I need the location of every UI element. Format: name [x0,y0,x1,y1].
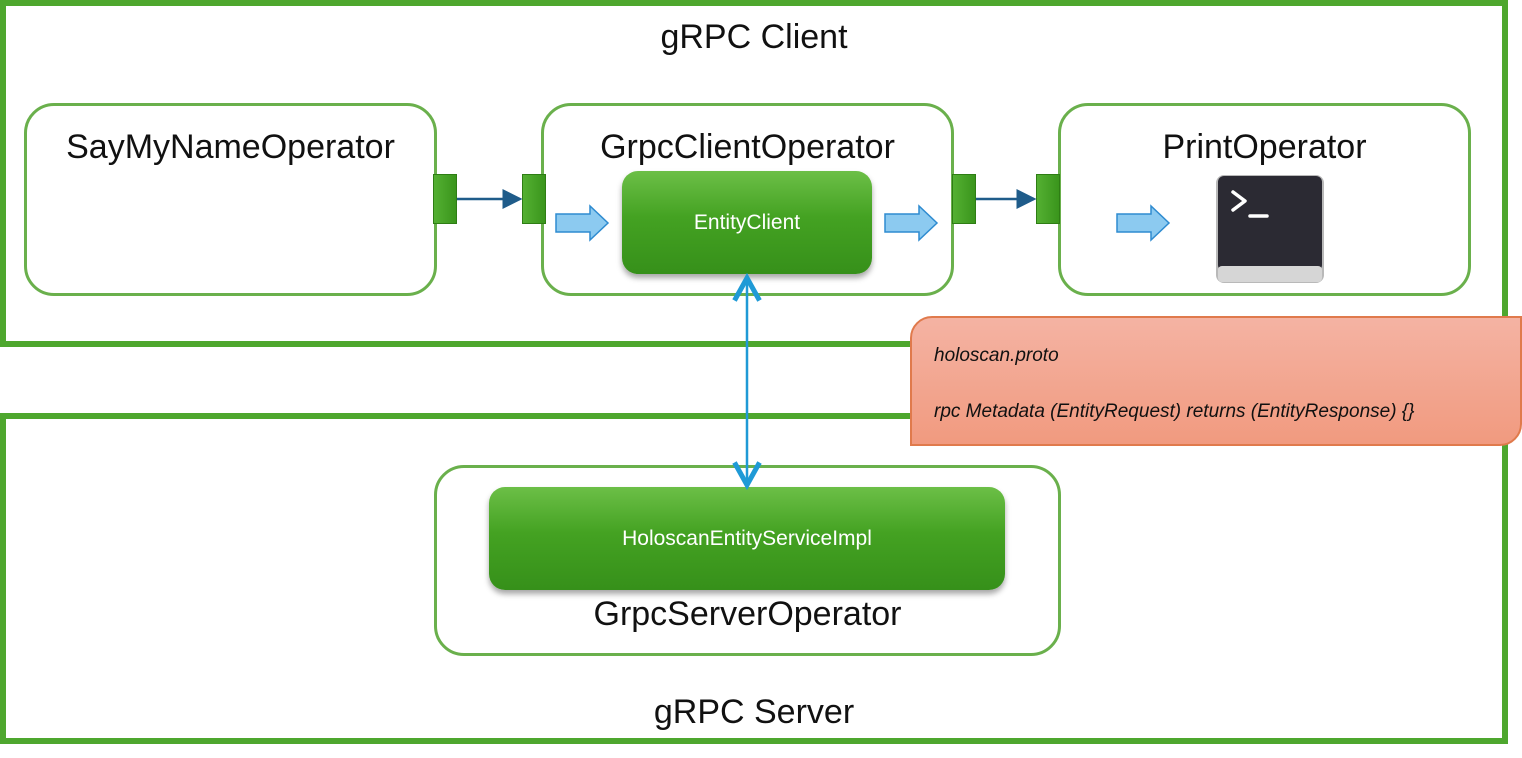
grpc-client-output-port[interactable] [952,174,976,224]
say-my-name-operator[interactable]: SayMyNameOperator [24,103,437,296]
proto-note-file: holoscan.proto [934,345,1059,366]
proto-note-rpc: rpc Metadata (EntityRequest) returns (En… [934,401,1415,422]
flow-arrow-icon [1116,204,1171,242]
server-region-title: gRPC Server [653,693,855,731]
grpc-client-operator-title: GrpcClientOperator [600,128,895,166]
entity-client-block[interactable]: EntityClient [622,171,872,274]
print-operator-title: PrintOperator [1162,128,1367,166]
flow-arrow-icon [884,204,939,242]
terminal-icon [1216,175,1324,283]
grpc-server-operator-title: GrpcServerOperator [593,595,902,633]
say-my-name-operator-title: SayMyNameOperator [66,128,395,166]
grpc-client-input-port[interactable] [522,174,546,224]
say-my-name-output-port[interactable] [433,174,457,224]
client-region-title: gRPC Client [660,18,848,56]
print-input-port[interactable] [1036,174,1060,224]
flow-arrow-icon [555,204,610,242]
service-impl-block[interactable]: HoloscanEntityServiceImpl [489,487,1005,590]
proto-note: holoscan.proto rpc Metadata (EntityReque… [910,316,1522,446]
